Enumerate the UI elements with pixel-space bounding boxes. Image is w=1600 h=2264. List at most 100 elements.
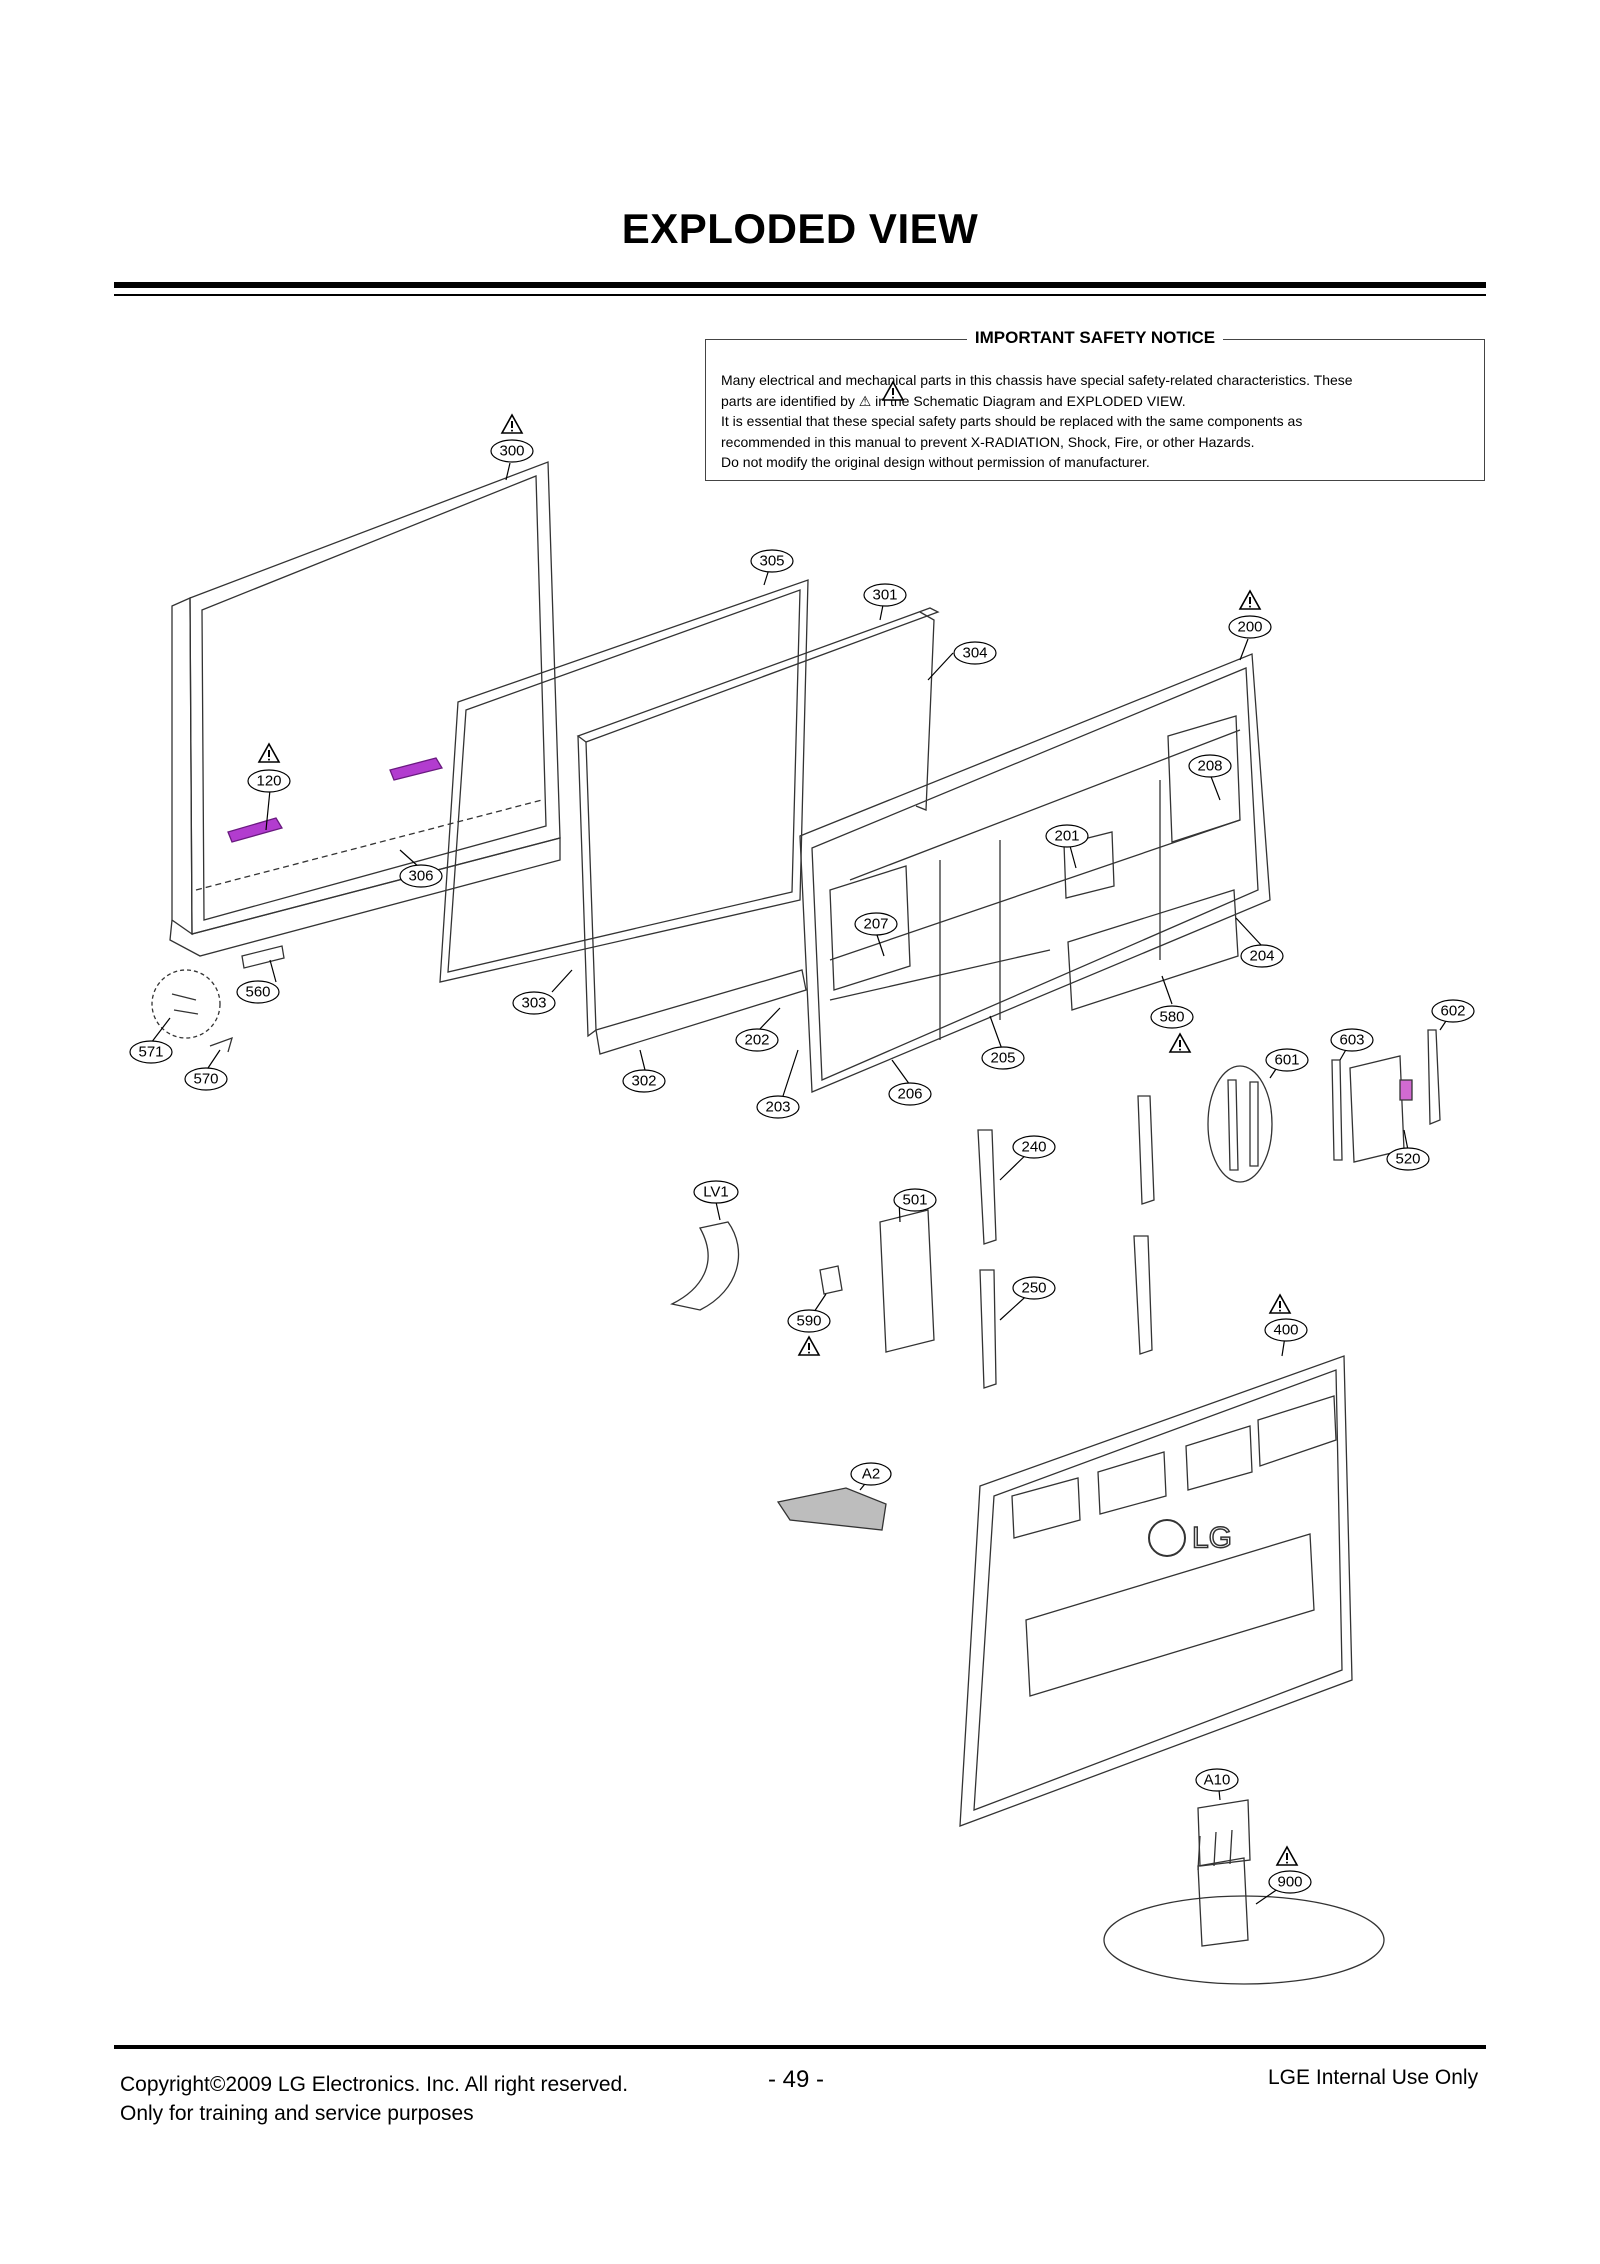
warning-icons: [258, 381, 1298, 1866]
speaker-parts: [227, 757, 444, 843]
filter-glass: [439, 579, 809, 983]
part-label: A2: [862, 1466, 880, 1483]
notice-line: Do not modify the original design withou…: [721, 454, 1150, 470]
part-label: 303: [521, 995, 546, 1012]
part-label: 207: [863, 916, 888, 933]
part-571: [129, 1040, 173, 1064]
part-602: [1431, 999, 1475, 1023]
part-label: 560: [245, 984, 270, 1001]
title-rule: [114, 282, 1486, 288]
warning-icon: [1269, 1294, 1291, 1314]
part-205: [981, 1046, 1025, 1070]
part-120: [247, 769, 291, 793]
title-rule-thin: [114, 294, 1486, 296]
stand-base: [776, 1487, 887, 1531]
part-305: [750, 549, 794, 573]
part-208: [1188, 754, 1232, 778]
part-label: 570: [193, 1071, 218, 1088]
part-label: 240: [1021, 1139, 1046, 1156]
inner-frame: [576, 607, 940, 1055]
purpose-text: Only for training and service purposes: [120, 2102, 474, 2125]
part-label: 202: [744, 1032, 769, 1049]
warning-icon: [1239, 590, 1261, 610]
part-label: LV1: [703, 1184, 729, 1201]
part-A10: [1195, 1768, 1239, 1792]
notice-line: recommended in this manual to prevent X-…: [721, 433, 1255, 450]
bracket-parts: [151, 945, 285, 1053]
footer-rule: [114, 2045, 1486, 2049]
part-label: 300: [499, 443, 524, 460]
part-label: 250: [1021, 1280, 1046, 1297]
warning-icon: [882, 381, 904, 401]
warning-icon: [1169, 1033, 1191, 1053]
part-A2: [850, 1462, 892, 1486]
back-cover: [959, 1355, 1353, 1827]
part-LV1: [693, 1180, 739, 1204]
warning-icon: [258, 743, 280, 763]
part-label: A10: [1204, 1772, 1231, 1789]
part-601: [1265, 1048, 1309, 1072]
safety-notice-body: Many electrical and mechanical parts in …: [721, 370, 1473, 473]
front-bezel: [169, 461, 561, 957]
part-301: [863, 583, 907, 607]
part-label: 208: [1197, 758, 1222, 775]
part-206: [888, 1082, 932, 1106]
part-label: 205: [990, 1050, 1015, 1067]
notice-line: parts are identified by ⚠ in the Schemat…: [721, 392, 1186, 409]
part-label: 306: [408, 868, 433, 885]
part-303: [512, 991, 556, 1015]
part-label: 900: [1277, 1874, 1302, 1891]
part-label: 200: [1237, 619, 1262, 636]
copyright-text: Copyright©2009 LG Electronics. Inc. All …: [120, 2073, 629, 2096]
part-label: 302: [631, 1073, 656, 1090]
part-501: [893, 1188, 937, 1212]
part-300: [490, 439, 534, 463]
part-label: 204: [1249, 948, 1274, 965]
part-label: 601: [1274, 1052, 1299, 1069]
part-200: [1228, 615, 1272, 639]
safety-notice-title: IMPORTANT SAFETY NOTICE: [966, 328, 1224, 347]
warning-icon: [1276, 1846, 1298, 1866]
part-label: 603: [1339, 1032, 1364, 1049]
internal-use-label: LGE Internal Use Only: [1268, 2066, 1479, 2089]
part-label: 304: [962, 645, 987, 662]
warning-icon: [798, 1336, 820, 1356]
part-204: [1240, 944, 1284, 968]
warning-icon: [501, 414, 523, 434]
part-label: 602: [1440, 1003, 1465, 1020]
part-201: [1045, 824, 1089, 848]
part-label: 590: [796, 1313, 821, 1330]
side-boards: [1207, 1029, 1441, 1183]
part-570: [184, 1067, 228, 1091]
notice-line: It is essential that these special safet…: [721, 413, 1303, 429]
part-400: [1264, 1318, 1308, 1342]
part-label: 520: [1395, 1151, 1420, 1168]
part-label: 203: [765, 1099, 790, 1116]
part-240: [1012, 1135, 1056, 1159]
brand-logo-text: LG: [1192, 1522, 1232, 1555]
part-label: 206: [897, 1086, 922, 1103]
part-label: 400: [1273, 1322, 1298, 1339]
part-label: 201: [1054, 828, 1079, 845]
part-label: 301: [872, 587, 897, 604]
page-number: - 49 -: [768, 2066, 825, 2093]
part-label: 120: [256, 773, 281, 790]
part-label: 501: [902, 1192, 927, 1209]
part-590: [787, 1309, 831, 1333]
part-580: [1150, 1005, 1194, 1029]
safety-notice-box: IMPORTANT SAFETY NOTICE Many electrical …: [705, 328, 1485, 481]
part-560: [236, 980, 280, 1004]
part-302: [622, 1069, 666, 1093]
part-label: 580: [1159, 1009, 1184, 1026]
mounting-brackets: [670, 1095, 1155, 1389]
part-202: [735, 1028, 779, 1052]
lg-logo: LG: [1148, 1519, 1233, 1557]
part-306: [399, 864, 443, 888]
chassis-frame: [799, 653, 1271, 1093]
part-207: [854, 912, 898, 936]
part-520: [1386, 1147, 1430, 1171]
part-900: [1268, 1870, 1312, 1894]
part-label: 571: [138, 1044, 163, 1061]
part-304: [953, 641, 997, 665]
